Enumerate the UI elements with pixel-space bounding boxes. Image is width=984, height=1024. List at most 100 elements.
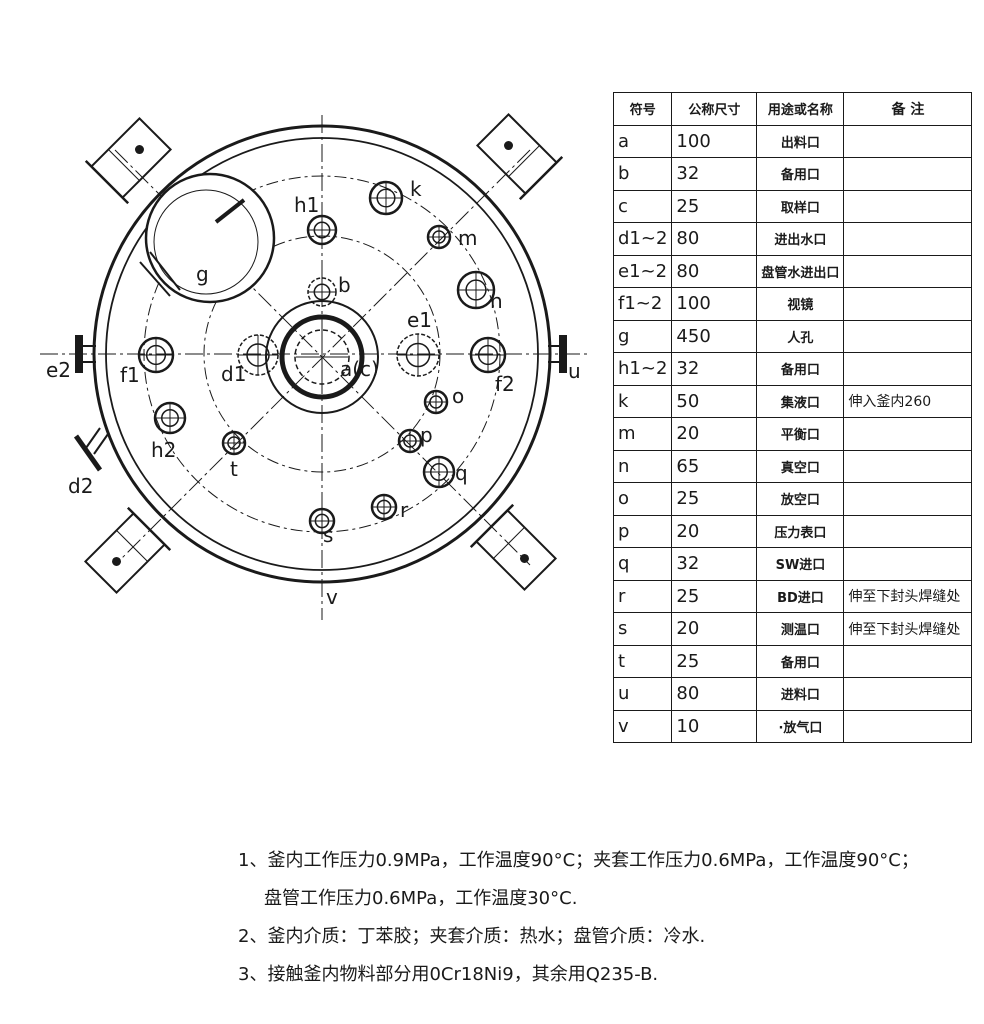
cell-symbol: f1~2 bbox=[612, 287, 673, 321]
header-nominal-size: 公称尺寸 bbox=[671, 92, 758, 126]
cell-nominal-size: 10 bbox=[671, 709, 758, 743]
table-header-row: 符号 公称尺寸 用途或名称 备 注 bbox=[612, 92, 973, 126]
cell-nominal-size: 25 bbox=[671, 644, 758, 678]
label-e2: e2 bbox=[46, 358, 71, 382]
label-v: v bbox=[326, 585, 338, 609]
label-h1: h1 bbox=[294, 193, 319, 217]
nozzle-e2-pipe bbox=[75, 335, 96, 373]
label-q: q bbox=[455, 461, 468, 485]
nozzle-k bbox=[368, 180, 404, 216]
cell-purpose: 进料口 bbox=[756, 677, 845, 711]
label-p: p bbox=[420, 423, 433, 447]
cell-symbol: b bbox=[612, 157, 673, 191]
cell-purpose: 进出水口 bbox=[756, 222, 845, 256]
cell-nominal-size: 25 bbox=[671, 579, 758, 613]
cell-symbol: c bbox=[612, 189, 673, 223]
support-lug-sw bbox=[83, 506, 172, 595]
cell-nominal-size: 65 bbox=[671, 449, 758, 483]
cell-purpose: 盘管水进出口 bbox=[756, 254, 845, 288]
cell-nominal-size: 450 bbox=[671, 319, 758, 353]
cell-purpose: 出料口 bbox=[756, 124, 845, 158]
nozzle-u-pipe bbox=[548, 335, 567, 373]
nozzle-e1 bbox=[396, 333, 440, 377]
cell-symbol: o bbox=[612, 482, 673, 516]
cell-symbol: g bbox=[612, 319, 673, 353]
cell-purpose: 备用口 bbox=[756, 157, 845, 191]
cell-symbol: e1~2 bbox=[612, 254, 673, 288]
cell-purpose: 视镜 bbox=[756, 287, 845, 321]
label-o: o bbox=[452, 384, 464, 408]
cell-remarks bbox=[843, 514, 973, 548]
label-r: r bbox=[400, 498, 409, 522]
cell-remarks bbox=[843, 449, 973, 483]
note-line-1-cont: 盘管工作压力0.6MPa，工作温度30°C. bbox=[264, 888, 578, 909]
header-remarks: 备 注 bbox=[843, 92, 973, 126]
label-u: u bbox=[568, 359, 581, 383]
nozzle-f1 bbox=[137, 336, 175, 374]
header-purpose: 用途或名称 bbox=[756, 92, 845, 126]
nozzle-h1 bbox=[306, 214, 338, 246]
cell-symbol: k bbox=[612, 384, 673, 418]
cell-remarks: 伸至下封头焊缝处 bbox=[843, 612, 973, 646]
cell-remarks bbox=[843, 644, 973, 678]
nozzle-a-c bbox=[265, 300, 379, 414]
drawing-labels: a(c) b d1 d2 e1 e2 f1 f2 g h1 h2 k m n o… bbox=[46, 177, 581, 609]
label-d1: d1 bbox=[221, 362, 246, 386]
cell-symbol: m bbox=[612, 417, 673, 451]
cell-nominal-size: 25 bbox=[671, 189, 758, 223]
cell-symbol: u bbox=[612, 677, 673, 711]
cell-symbol: r bbox=[612, 579, 673, 613]
label-e1: e1 bbox=[407, 308, 432, 332]
cell-remarks bbox=[843, 547, 973, 581]
cell-purpose: 放空口 bbox=[756, 482, 845, 516]
cell-symbol: s bbox=[612, 612, 673, 646]
nozzle-d2-pipe bbox=[73, 427, 109, 472]
cell-remarks bbox=[843, 124, 973, 158]
cell-nominal-size: 32 bbox=[671, 547, 758, 581]
cell-remarks bbox=[843, 709, 973, 743]
support-lug-nw bbox=[84, 116, 173, 205]
cell-symbol: t bbox=[612, 644, 673, 678]
cell-remarks: 伸入釜内260 bbox=[843, 384, 973, 418]
cell-purpose: 压力表口 bbox=[756, 514, 845, 548]
note-line-3: 3、接触釜内物料部分用0Cr18Ni9，其余用Q235-B. bbox=[238, 964, 659, 985]
nozzle-h2 bbox=[153, 401, 187, 435]
label-m: m bbox=[458, 226, 477, 250]
cell-remarks bbox=[843, 417, 973, 451]
cell-nominal-size: 80 bbox=[671, 222, 758, 256]
support-lug-se bbox=[469, 503, 558, 592]
cell-symbol: p bbox=[612, 514, 673, 548]
cell-remarks bbox=[843, 352, 973, 386]
manhole-g bbox=[139, 172, 276, 304]
cell-remarks bbox=[843, 157, 973, 191]
cell-nominal-size: 50 bbox=[671, 384, 758, 418]
vessel-inner-shell bbox=[105, 137, 539, 571]
vessel-top-view-drawing: a(c) b d1 d2 e1 e2 f1 f2 g h1 h2 k m n o… bbox=[40, 112, 590, 620]
label-t: t bbox=[230, 457, 238, 481]
cell-purpose: 集液口 bbox=[756, 384, 845, 418]
nozzle-b bbox=[307, 277, 337, 307]
nozzle-f2 bbox=[469, 336, 507, 374]
cell-nominal-size: 20 bbox=[671, 514, 758, 548]
cell-purpose: ·放气口 bbox=[756, 709, 845, 743]
header-symbol: 符号 bbox=[612, 92, 673, 126]
cell-nominal-size: 80 bbox=[671, 254, 758, 288]
cell-purpose: SW进口 bbox=[756, 547, 845, 581]
label-g: g bbox=[196, 262, 209, 286]
nozzle-d1 bbox=[237, 334, 279, 376]
cell-purpose: 取样口 bbox=[756, 189, 845, 223]
nozzle-o bbox=[423, 389, 449, 415]
cell-nominal-size: 20 bbox=[671, 612, 758, 646]
label-h2: h2 bbox=[151, 438, 176, 462]
